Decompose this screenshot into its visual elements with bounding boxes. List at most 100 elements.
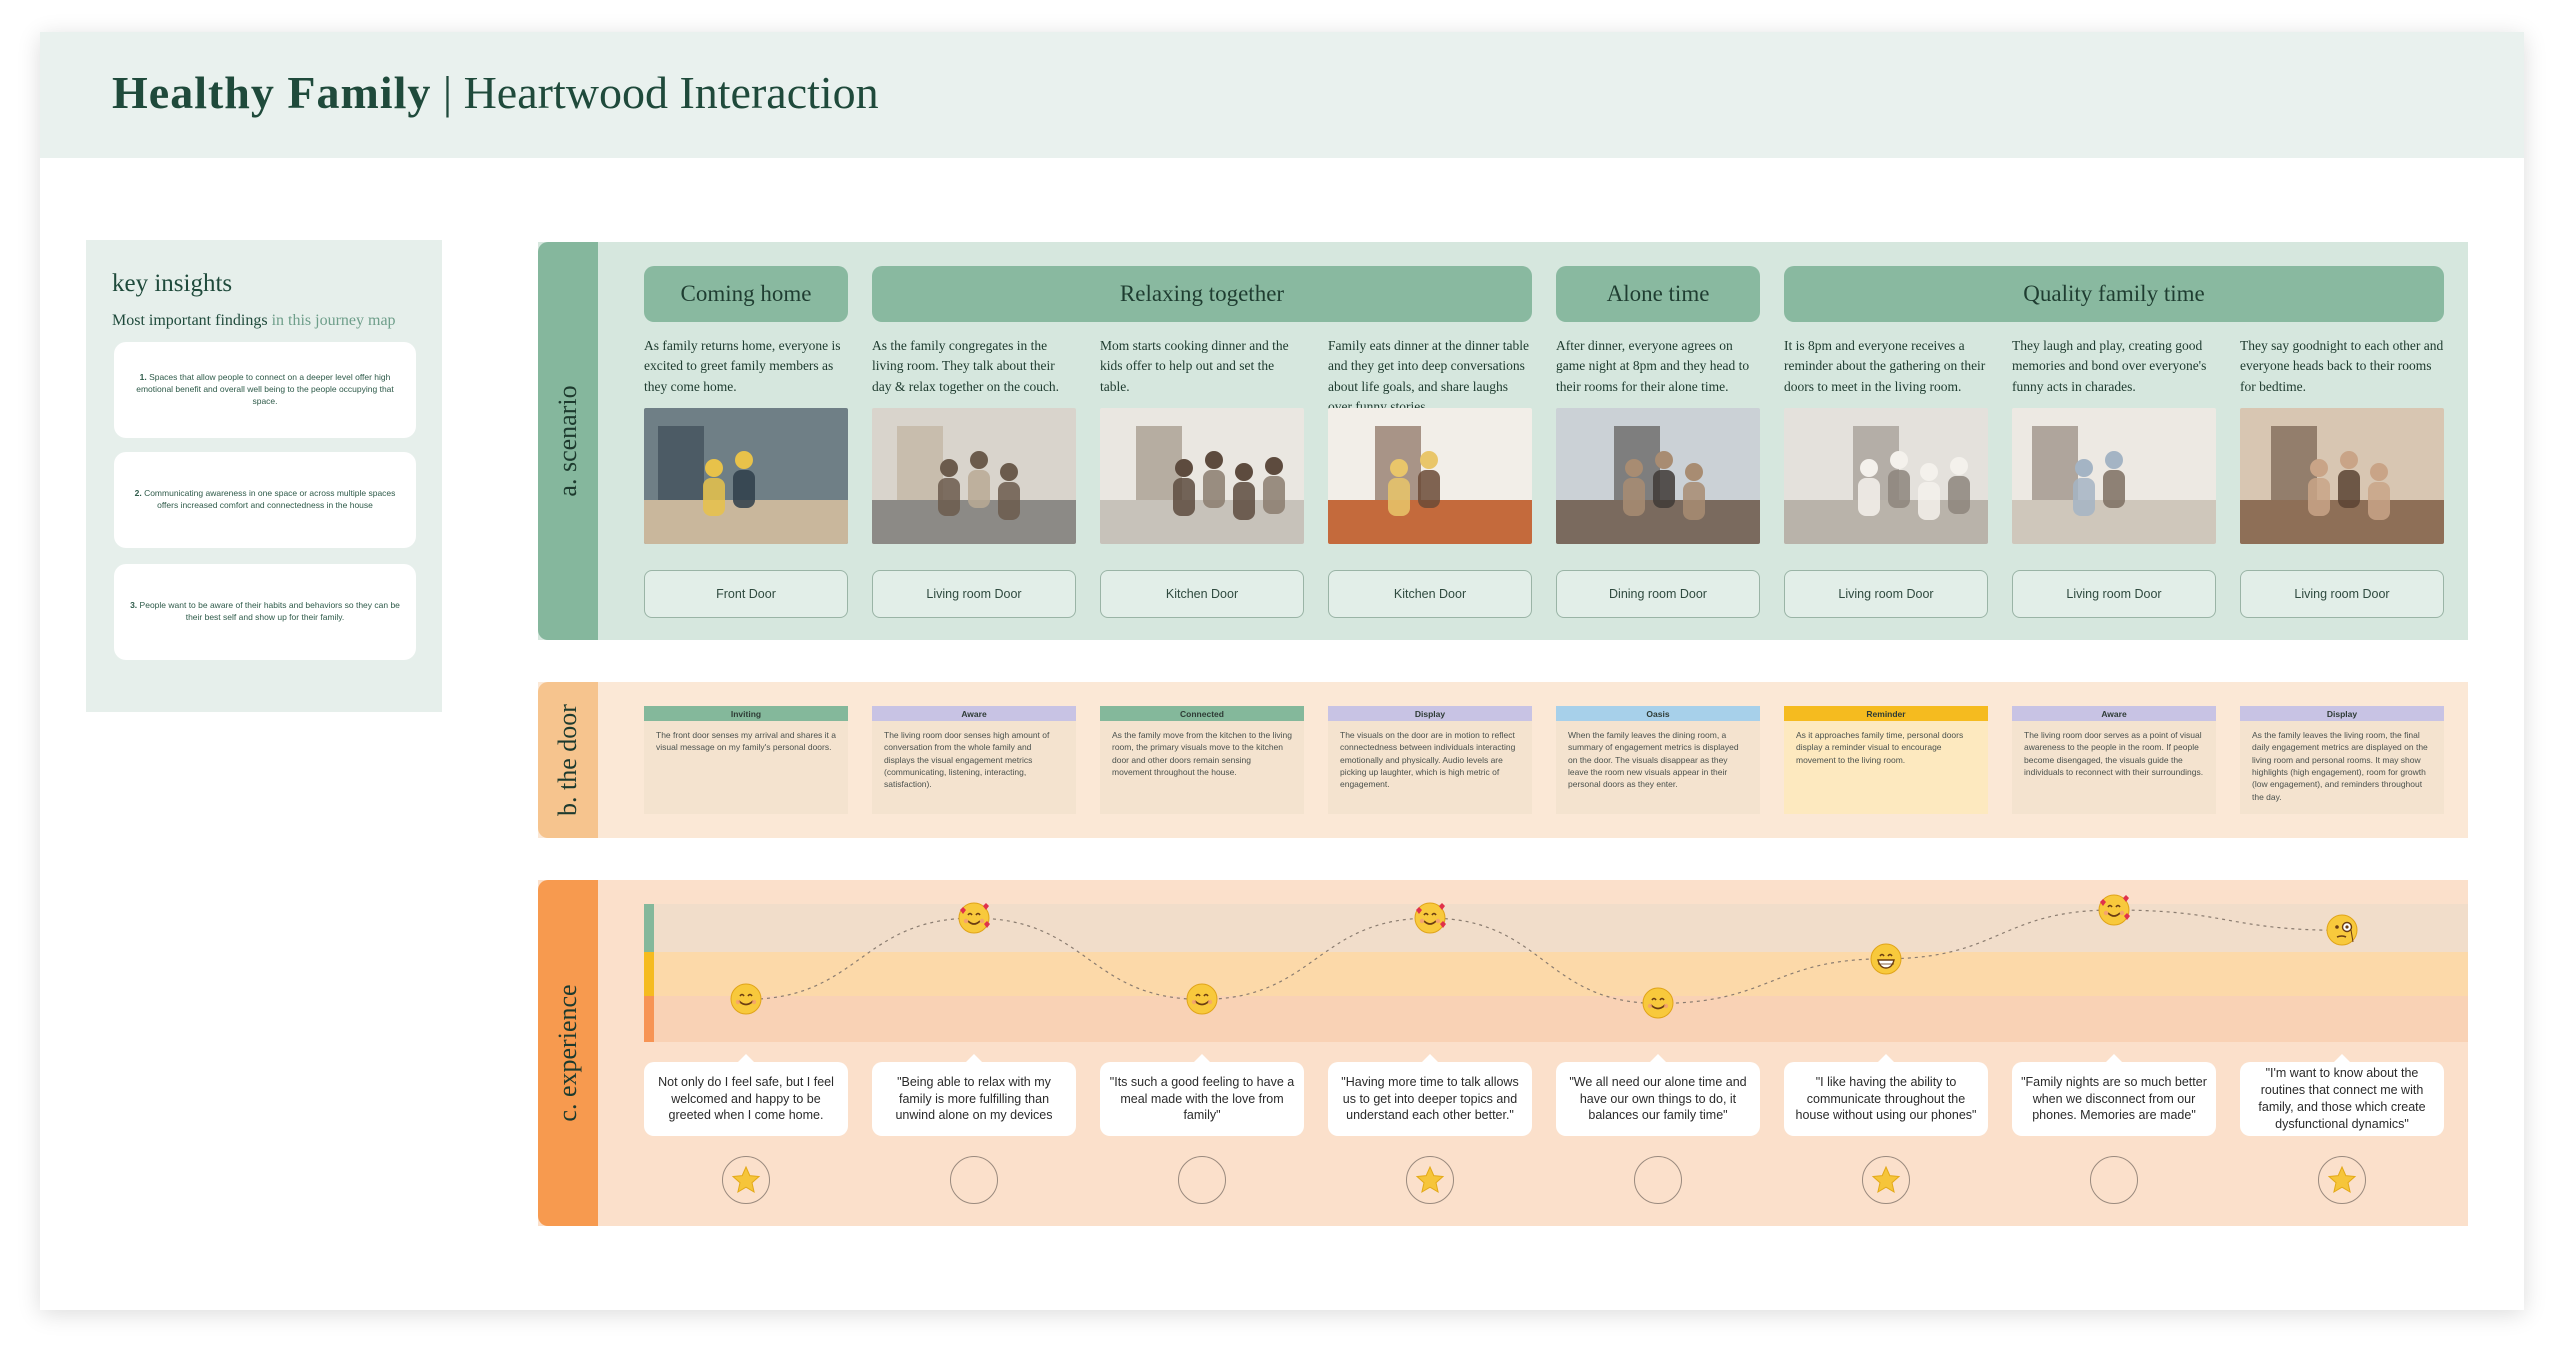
scenario-photo-goodnight-hug (2240, 408, 2444, 544)
title-main: Healthy Family (112, 67, 432, 118)
door-state-tag: Inviting (644, 706, 848, 721)
photo-shape (938, 478, 960, 516)
emoji-part (735, 1000, 741, 1005)
rating-empty[interactable] (1178, 1156, 1226, 1204)
photo-shape (1205, 451, 1223, 469)
insights-subheading: Most important findings in this journey … (112, 312, 396, 330)
emoji-part (960, 907, 966, 915)
title-separator: | (431, 67, 464, 118)
door-button[interactable]: Living room Door (2012, 570, 2216, 618)
door-button[interactable]: Living room Door (1784, 570, 1988, 618)
door-state-tag: Display (2240, 706, 2444, 721)
photo-art (872, 408, 1076, 544)
photo-shape (2368, 482, 2390, 520)
door-state-text: The front door senses my arrival and sha… (656, 730, 836, 753)
emotion-curve (745, 909, 2343, 1005)
photo-art (1784, 408, 1988, 544)
rating-star[interactable] (1862, 1156, 1910, 1204)
photo-shape (1263, 476, 1285, 514)
door-state-text: The visuals on the door are in motion to… (1340, 730, 1516, 790)
door-button[interactable]: Living room Door (872, 570, 1076, 618)
experience-quote: "Having more time to talk allows us to g… (1328, 1054, 1532, 1136)
emoji-part (1203, 994, 1209, 997)
photo-shape (1860, 459, 1878, 477)
insights-sub-light: in this journey map (267, 312, 396, 329)
emoji-part (739, 994, 745, 997)
insight-number: 2. (134, 488, 142, 499)
emoji-part (1887, 953, 1893, 957)
photo-shape (1390, 459, 1408, 477)
door-state-text: The living room door serves as a point o… (2024, 730, 2204, 777)
door-button[interactable]: Kitchen Door (1100, 570, 1304, 618)
photo-shape (1000, 463, 1018, 481)
empty-rating-icon (1643, 1165, 1673, 1195)
experience-quote: "We all need our alone time and have our… (1556, 1054, 1760, 1136)
insight-text: Communicating awareness in one space or … (144, 488, 396, 510)
emoji-part (1870, 943, 1902, 975)
rating-star[interactable] (722, 1156, 770, 1204)
insight-card: 3. People want to be aware of their habi… (114, 564, 416, 660)
band-marker-yellow (644, 952, 654, 996)
emoji-part (1195, 994, 1201, 997)
scenario-text: As family returns home, everyone is exci… (644, 338, 841, 394)
star-shape (1415, 1165, 1445, 1194)
header-bar: Healthy Family | Heartwood Interaction (40, 32, 2524, 158)
star-shape (1871, 1165, 1901, 1194)
rating-empty[interactable] (2090, 1156, 2138, 1204)
photo-shape (1235, 463, 1253, 481)
face-with-monocle-icon (2326, 914, 2358, 946)
photo-shape (1203, 470, 1225, 508)
rating-star[interactable] (2318, 1156, 2366, 1204)
stage-alone-time: Alone time (1556, 266, 1760, 322)
door-state-text: As the family move from the kitchen to t… (1112, 730, 1292, 777)
emoji-part (2350, 930, 2354, 943)
photo-shape (1948, 476, 1970, 514)
emoji-part (2119, 910, 2125, 916)
smiling-face-with-hearts-icon (1414, 902, 1446, 934)
photo-shape (2310, 459, 2328, 477)
stage-quality-family-time: Quality family time (1784, 266, 2444, 322)
emoji-part (1431, 912, 1437, 916)
emotion-band-low (644, 996, 2468, 1042)
emotion-marker (1412, 900, 1448, 936)
rating-star[interactable] (1406, 1156, 1454, 1204)
door-state-tag: Reminder (1784, 706, 1988, 721)
door-button[interactable]: Dining room Door (1556, 570, 1760, 618)
photo-art (2012, 408, 2216, 544)
door-button[interactable]: Kitchen Door (1328, 570, 1532, 618)
photo-shape (1420, 451, 1438, 469)
rating-empty[interactable] (950, 1156, 998, 1204)
emotion-marker (728, 981, 764, 1017)
scenario-text: It is 8pm and everyone receives a remind… (1784, 338, 1986, 394)
scenario-text: After dinner, everyone agrees on game ni… (1556, 338, 1750, 394)
stage-coming-home: Coming home (644, 266, 848, 322)
emoji-part (747, 994, 753, 997)
scenario-photo-family-dinner (1328, 408, 1532, 544)
photo-shape (2032, 426, 2078, 500)
empty-rating-icon (2099, 1165, 2129, 1195)
photo-shape (1890, 451, 1908, 469)
door-state-tag: Oasis (1556, 706, 1760, 721)
emotion-band-high (644, 904, 2468, 952)
emotion-marker (1640, 985, 1676, 1021)
photo-shape (733, 470, 755, 508)
scenario-photo-cooking-in-kitchen (1100, 408, 1304, 544)
door-button[interactable]: Front Door (644, 570, 848, 618)
rating-empty[interactable] (1634, 1156, 1682, 1204)
emoji-part (1423, 912, 1429, 916)
scenario-text: They laugh and play, creating good memor… (2012, 338, 2207, 394)
emoji-part (967, 920, 981, 925)
photo-art (1100, 408, 1304, 544)
door-button[interactable]: Living room Door (2240, 570, 2444, 618)
experience-quote: "I like having the ability to communicat… (1784, 1054, 1988, 1136)
star-shape (731, 1165, 761, 1194)
emoji-part (1435, 918, 1441, 924)
experience-quote: "Its such a good feeling to have a meal … (1100, 1054, 1304, 1136)
photo-shape (2338, 470, 2360, 508)
empty-rating-icon (959, 1165, 989, 1195)
photo-shape (970, 451, 988, 469)
